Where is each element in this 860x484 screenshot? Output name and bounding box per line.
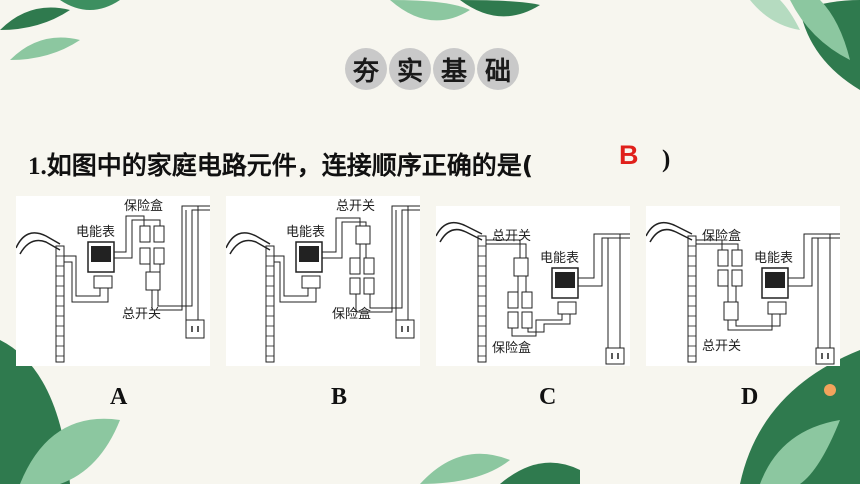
incoming-cable xyxy=(646,221,693,243)
leaf-decoration-bottom-left xyxy=(0,340,120,484)
option-label-c: C xyxy=(539,384,557,410)
fuse-label: 保险盒 xyxy=(492,340,531,356)
socket-outlet xyxy=(815,347,835,365)
incoming-cable xyxy=(226,232,271,255)
section-title: 夯 实 基 础 xyxy=(345,48,519,90)
electric-meter xyxy=(295,241,323,289)
leaf-decoration-top-right xyxy=(750,0,860,90)
fuse-label: 保险盒 xyxy=(332,306,371,322)
meter-label: 电能表 xyxy=(76,225,115,240)
wires xyxy=(486,233,630,350)
building-wall xyxy=(55,245,65,363)
fuse-box xyxy=(507,291,533,329)
option-label-b: B xyxy=(331,384,348,410)
title-char: 实 xyxy=(389,48,431,90)
switch-label: 总开关 xyxy=(122,307,161,322)
leaf-decoration-top-left xyxy=(0,0,120,60)
electric-meter xyxy=(761,267,789,315)
circuit-panel-d: 保险盒 电能表 总开关 xyxy=(646,206,840,366)
main-switch xyxy=(723,301,739,321)
meter-label: 电能表 xyxy=(754,251,793,266)
fuse-box xyxy=(139,225,165,265)
main-switch xyxy=(355,225,371,245)
fuse-label: 保险盒 xyxy=(124,198,163,214)
fuse-box xyxy=(349,257,375,295)
main-switch xyxy=(145,271,161,291)
wires xyxy=(274,205,420,320)
electric-meter xyxy=(551,267,579,315)
question-paren-close: ) xyxy=(662,146,671,173)
building-wall xyxy=(477,235,487,363)
question-number: 1. xyxy=(28,153,47,180)
circuit-panel-c: 总开关 电能表 保险盒 xyxy=(436,206,630,366)
leaf-decoration-bottom-middle xyxy=(420,453,580,484)
socket-outlet xyxy=(185,319,205,339)
title-char: 夯 xyxy=(345,48,387,90)
building-wall xyxy=(265,245,275,363)
leaf-decoration-bottom-right xyxy=(740,350,860,484)
wires xyxy=(696,233,840,350)
building-wall xyxy=(687,235,697,363)
socket-outlet xyxy=(605,347,625,365)
fuse-box xyxy=(717,249,743,287)
meter-label: 电能表 xyxy=(540,251,579,266)
wires xyxy=(64,205,210,320)
switch-label: 总开关 xyxy=(702,339,741,354)
socket-outlet xyxy=(395,319,415,339)
fuse-label: 保险盒 xyxy=(702,228,741,244)
title-char: 基 xyxy=(433,48,475,90)
switch-label: 总开关 xyxy=(492,229,531,244)
circuit-panel-a: 电能表 保险盒 总开关 xyxy=(16,196,210,366)
question-text: 1.如图中的家庭电路元件，连接顺序正确的是( xyxy=(28,146,533,182)
main-switch xyxy=(513,257,529,277)
option-label-a: A xyxy=(110,384,128,410)
incoming-cable xyxy=(436,221,483,243)
question-body: 如图中的家庭电路元件，连接顺序正确的是( xyxy=(46,151,534,180)
option-label-d: D xyxy=(741,384,759,410)
circuit-panel-b: 电能表 总开关 保险盒 xyxy=(226,196,420,366)
answer-mark: B xyxy=(619,140,639,170)
electric-meter xyxy=(87,241,115,289)
leaf-decoration-top-middle xyxy=(390,0,540,21)
switch-label: 总开关 xyxy=(336,199,375,214)
incoming-cable xyxy=(16,232,61,255)
meter-label: 电能表 xyxy=(286,225,325,240)
title-char: 础 xyxy=(477,48,519,90)
